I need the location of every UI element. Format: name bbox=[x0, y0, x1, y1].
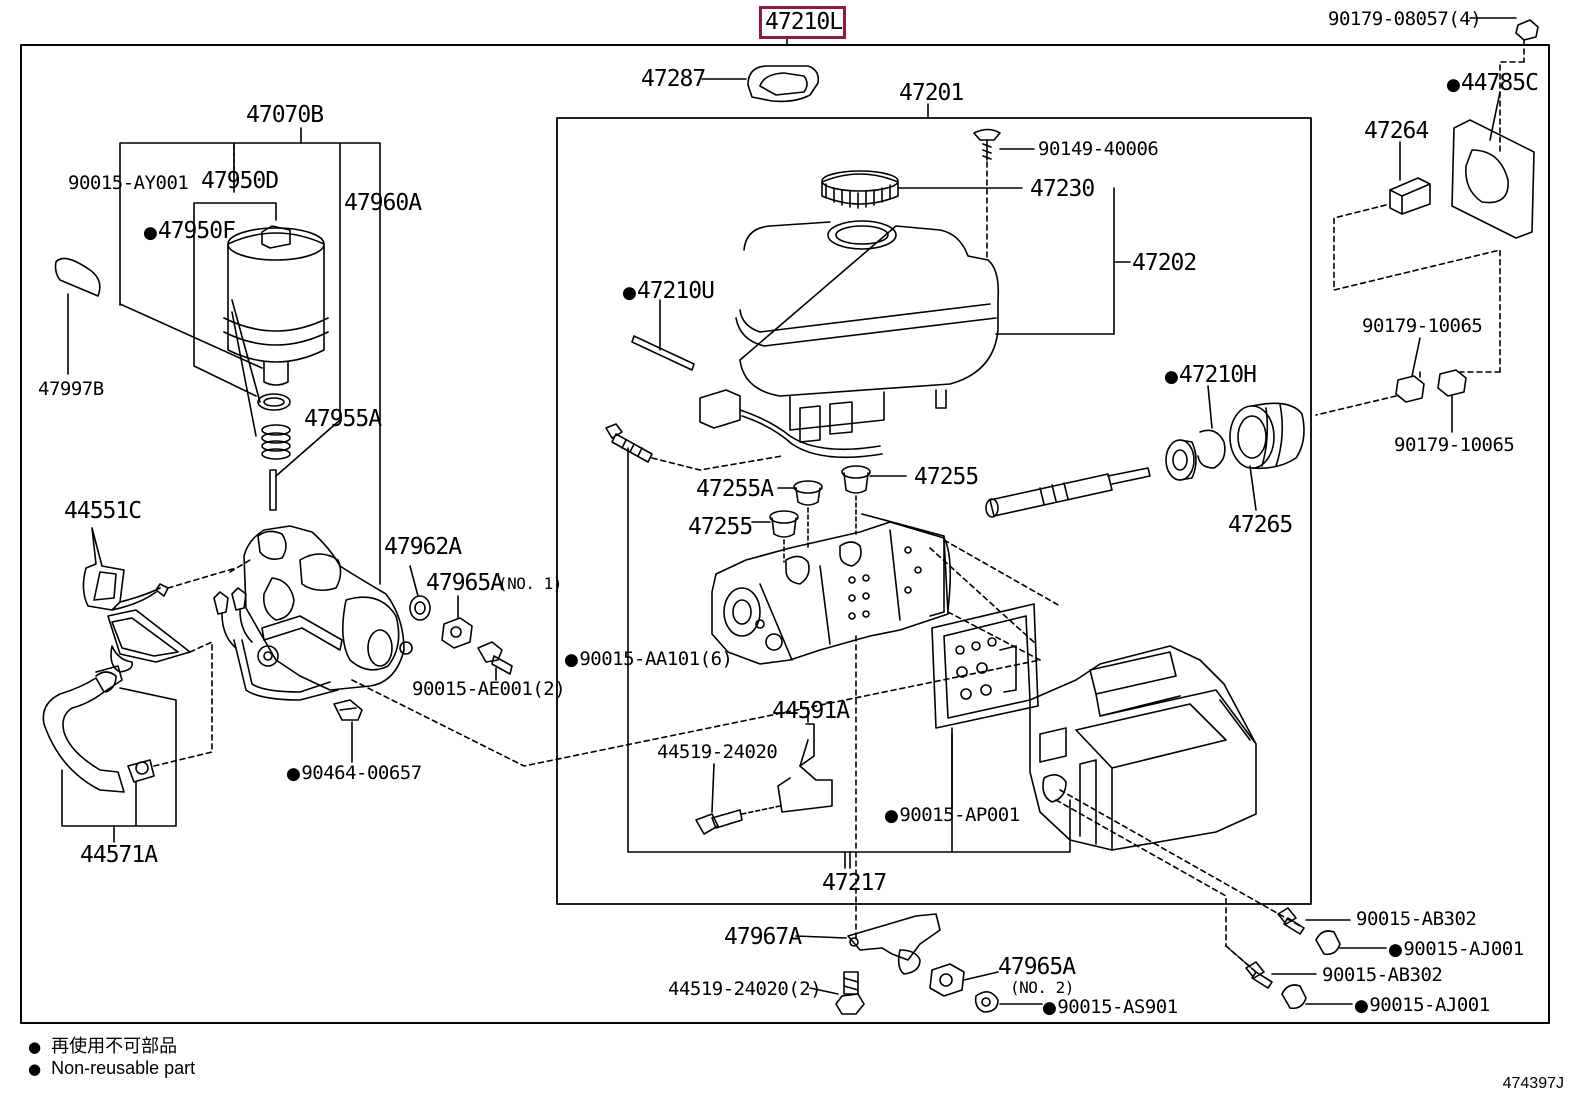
sensor-connector-shape bbox=[699, 389, 883, 459]
subassembly-frame bbox=[556, 117, 1312, 905]
callout-47070B[interactable]: 47070B bbox=[246, 102, 324, 128]
callout-90015-AS901[interactable]: 90015-AS901 bbox=[1042, 996, 1178, 1019]
callout-44519-24020-2[interactable]: 44519-24020(2) bbox=[668, 978, 822, 1000]
callout-47264[interactable]: 47264 bbox=[1364, 118, 1429, 144]
screws-AB302-shape bbox=[1245, 907, 1351, 989]
callout-47287[interactable]: 47287 bbox=[641, 66, 706, 92]
boot-47265-shape bbox=[1229, 402, 1305, 511]
nuts-90179-10065-shape bbox=[1395, 337, 1467, 433]
master-cylinder-body-shape bbox=[711, 513, 952, 665]
actuator-block-shape bbox=[1029, 645, 1257, 851]
callout-90015-AA101[interactable]: 90015-AA101(6) bbox=[564, 648, 733, 671]
bracket-lines-47070B bbox=[119, 127, 381, 585]
callout-47997B[interactable]: 47997B bbox=[38, 378, 104, 400]
terminals-shape bbox=[213, 587, 253, 649]
callout-47255-left[interactable]: 47255 bbox=[688, 514, 753, 540]
bracket-lines-44571A bbox=[61, 687, 177, 827]
legend-text-jp: 再使用不可部品 bbox=[51, 1036, 178, 1056]
callout-90179-10065-bottom[interactable]: 90179-10065 bbox=[1394, 434, 1515, 456]
grommet-47962A-shape bbox=[409, 595, 431, 621]
callout-90015-AJ001-bottom[interactable]: 90015-AJ001 bbox=[1354, 994, 1490, 1017]
callout-47955A[interactable]: 47955A bbox=[304, 406, 382, 432]
bolt-90015-AA101-shape bbox=[605, 423, 653, 463]
assembly-part-number[interactable]: 47210L bbox=[765, 9, 843, 35]
pin-47210U-shape bbox=[631, 299, 695, 371]
legend-text-en: Non-reusable part bbox=[51, 1058, 196, 1078]
rod-shape bbox=[269, 469, 277, 511]
screw-90149-shape bbox=[973, 128, 1035, 161]
callout-47255A[interactable]: 47255A bbox=[696, 476, 774, 502]
valve-plate-shape bbox=[931, 603, 1039, 809]
reservoir-47202-shape bbox=[735, 187, 1131, 443]
spring-shape bbox=[261, 424, 291, 460]
callout-90179-10065-top[interactable]: 90179-10065 bbox=[1362, 315, 1483, 337]
callout-47265[interactable]: 47265 bbox=[1228, 512, 1293, 538]
callout-90015-AB302-bottom[interactable]: 90015-AB302 bbox=[1322, 964, 1443, 986]
block-47264-shape bbox=[1389, 141, 1431, 215]
grommet-shapes bbox=[751, 465, 907, 538]
callout-44571A[interactable]: 44571A bbox=[80, 842, 158, 868]
callout-44551C[interactable]: 44551C bbox=[64, 498, 142, 524]
legend-bullet: ● bbox=[28, 1038, 42, 1056]
callout-47950D[interactable]: 47950D bbox=[201, 168, 279, 194]
callout-47967A[interactable]: 47967A bbox=[724, 924, 802, 950]
bolt-44519-shape bbox=[695, 763, 743, 835]
bolt-44519-bottom-shape bbox=[809, 971, 865, 1015]
legend-bullet: ● bbox=[28, 1060, 42, 1078]
callout-47210H[interactable]: 47210H bbox=[1164, 362, 1257, 390]
fitting-47965A-no2-shape bbox=[929, 963, 1043, 1013]
callout-47230[interactable]: 47230 bbox=[1030, 176, 1095, 202]
bracket-47967A-shape bbox=[795, 913, 941, 975]
callout-90015-AB302-top[interactable]: 90015-AB302 bbox=[1356, 908, 1477, 930]
callout-47202[interactable]: 47202 bbox=[1132, 250, 1197, 276]
callout-47965A-no1-note: (NO. 1) bbox=[498, 574, 562, 593]
bolt-90015-AE001-shape bbox=[477, 641, 513, 681]
clip-47997B-shape bbox=[54, 257, 101, 375]
callout-47201[interactable]: 47201 bbox=[899, 80, 964, 106]
clip-47210H-shape bbox=[1197, 385, 1226, 469]
callout-47965A-no2[interactable]: 47965A bbox=[998, 954, 1076, 980]
piston-rod-shape bbox=[985, 467, 1151, 518]
callout-47965A-no2-note: (NO. 2) bbox=[1010, 978, 1074, 997]
callout-47950F[interactable]: 47950F bbox=[143, 218, 236, 246]
callout-44519-24020[interactable]: 44519-24020 bbox=[657, 741, 778, 763]
pump-assembly-shape bbox=[233, 525, 413, 701]
callout-47217[interactable]: 47217 bbox=[822, 870, 887, 896]
outer-frame bbox=[20, 44, 1550, 1024]
seal-shape bbox=[1165, 439, 1197, 481]
bushings-AJ001-shape bbox=[1281, 930, 1387, 1010]
diagram-id: 474397J bbox=[1502, 1075, 1564, 1092]
fitting-47965A-no1-shape bbox=[441, 595, 473, 649]
gasket-47287-shape bbox=[747, 65, 820, 103]
callout-90015-AY001[interactable]: 90015-AY001 bbox=[68, 172, 189, 194]
callout-90015-AE001[interactable]: 90015-AE001(2) bbox=[412, 678, 566, 700]
tube-44551C-shape bbox=[82, 527, 191, 673]
legend-line-2: ● Non-reusable part bbox=[28, 1058, 195, 1079]
o-ring-shape bbox=[257, 393, 291, 411]
cap-47230-shape bbox=[821, 170, 1023, 209]
callout-47960A[interactable]: 47960A bbox=[344, 190, 422, 216]
hose-44571A-shape bbox=[42, 665, 155, 793]
callout-44785C[interactable]: 44785C bbox=[1446, 70, 1539, 98]
plate-44785C-shape bbox=[1451, 91, 1535, 239]
bolt-90179-08057-shape bbox=[1469, 17, 1539, 41]
callout-90179-08057[interactable]: 90179-08057(4) bbox=[1328, 8, 1482, 30]
callout-44591A[interactable]: 44591A bbox=[772, 698, 850, 724]
callout-90464-00657[interactable]: 90464-00657 bbox=[286, 762, 422, 785]
callout-90015-AJ001-top[interactable]: 90015-AJ001 bbox=[1388, 938, 1524, 961]
bracket-44591A-shape bbox=[777, 707, 833, 813]
filter-47950D-shape bbox=[223, 225, 329, 386]
callout-47962A[interactable]: 47962A bbox=[384, 534, 462, 560]
highlighted-assembly-box bbox=[759, 6, 846, 39]
callout-90149-40006[interactable]: 90149-40006 bbox=[1038, 138, 1159, 160]
callout-90015-AP001[interactable]: 90015-AP001 bbox=[884, 804, 1020, 827]
callout-47965A-no1[interactable]: 47965A bbox=[426, 570, 504, 596]
clip-90464-shape bbox=[333, 699, 363, 763]
legend-line-1: ● 再使用不可部品 bbox=[28, 1032, 177, 1058]
callout-47255-right[interactable]: 47255 bbox=[914, 464, 979, 490]
callout-47210U[interactable]: 47210U bbox=[622, 278, 715, 306]
